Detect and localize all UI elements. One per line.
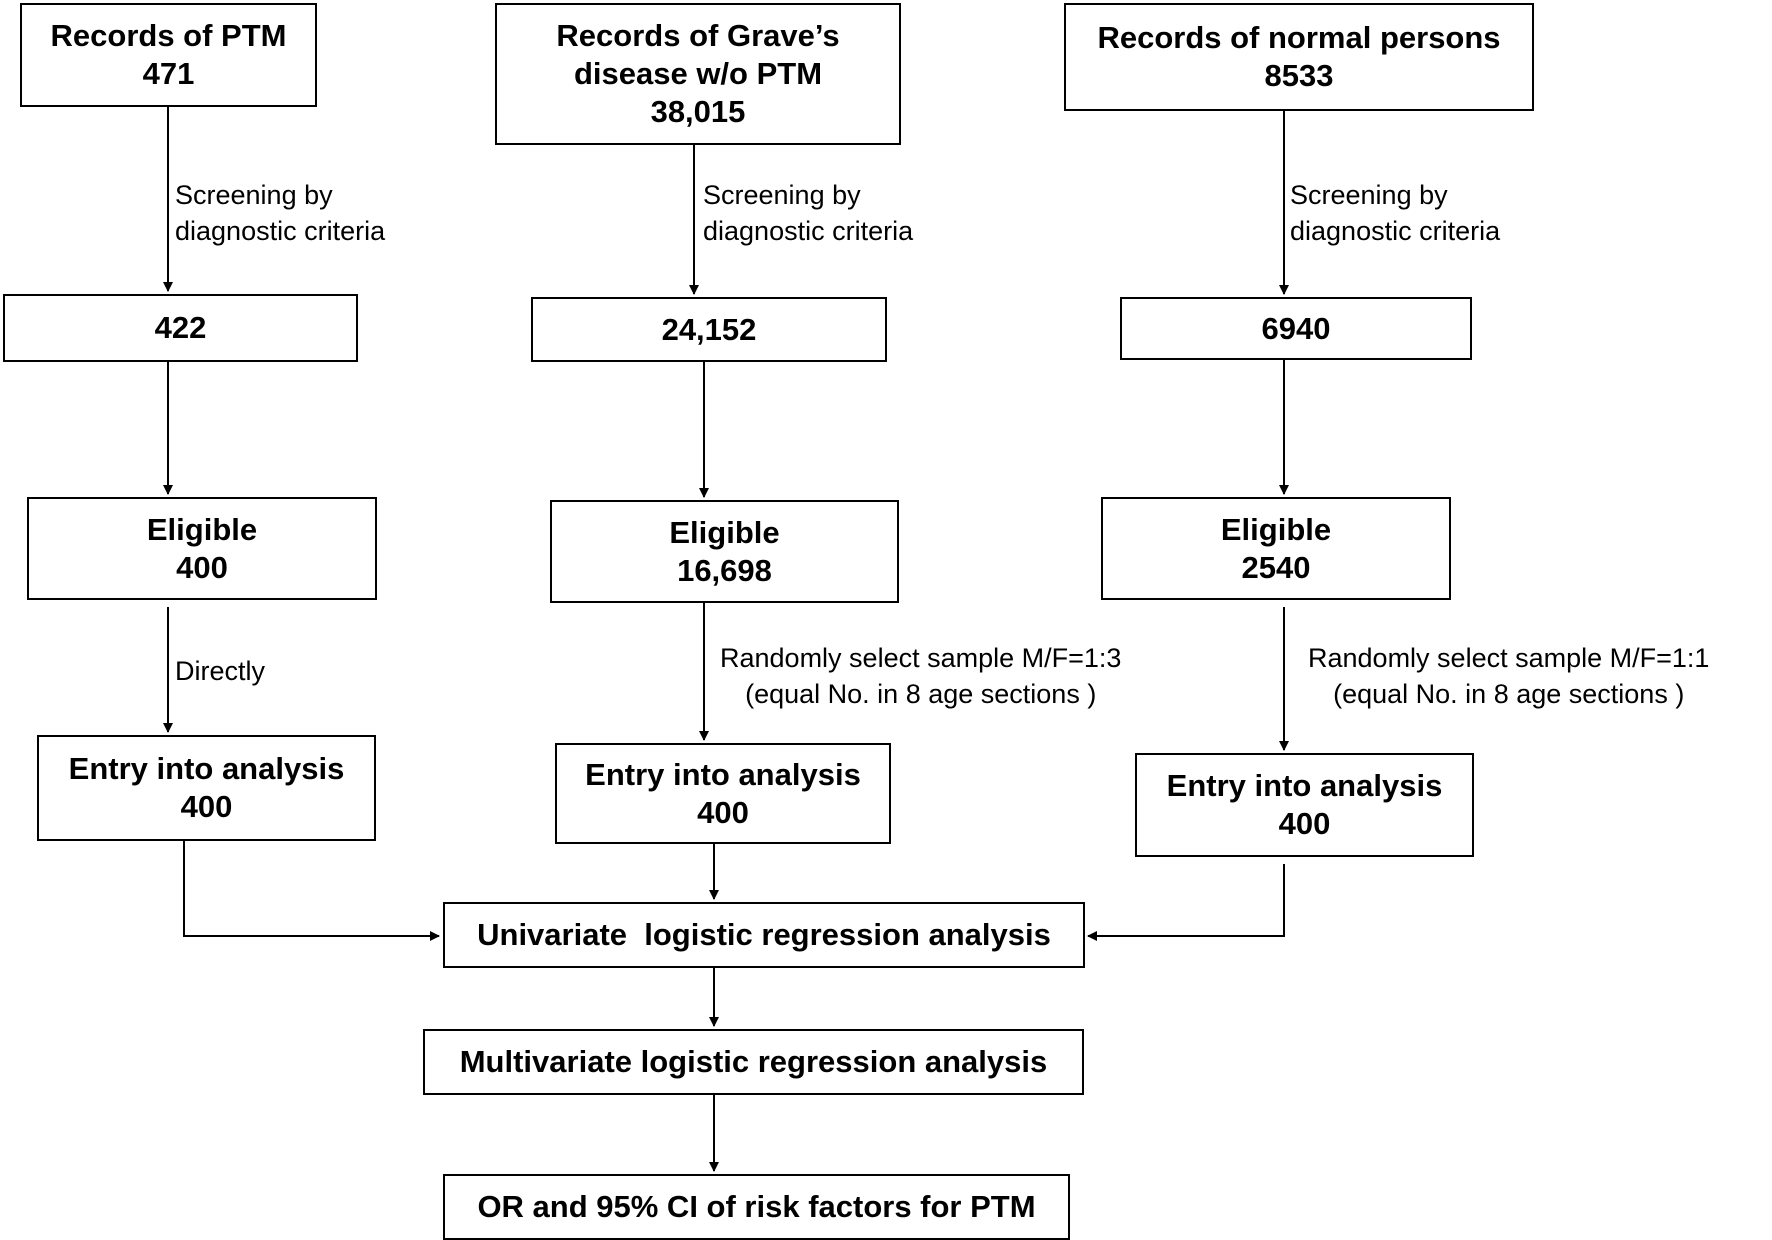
normal-eligible-title: Eligible [1220, 511, 1332, 547]
ptm-screened-box: 422 [3, 294, 358, 362]
normal-source-title: Records of normal persons [1097, 20, 1501, 55]
graves-source-title-line2: disease w/o PTM [573, 56, 823, 91]
normal-source-box: Records of normal persons 8533 [1064, 3, 1534, 111]
ptm-screened-count: 422 [154, 310, 207, 345]
graves-screened-box: 24,152 [531, 297, 887, 362]
graves-selection-label: Randomly select sample M/F=1:3 (equal No… [720, 643, 1122, 709]
normal-screened-box: 6940 [1120, 297, 1472, 360]
normal-selection-label: Randomly select sample M/F=1:1 (equal No… [1308, 643, 1710, 709]
result-label: OR and 95% CI of risk factors for PTM [477, 1189, 1036, 1224]
ptm-entry-title: Entry into analysis [68, 751, 345, 786]
graves-source-box: Records of Grave’s disease w/o PTM 38,01… [495, 3, 901, 145]
graves-entry-box: Entry into analysis 400 [555, 743, 891, 844]
graves-eligible-count: 16,698 [677, 552, 772, 588]
arrow-normal-entry-to-univariate [1087, 864, 1285, 941]
normal-eligible-count: 2540 [1241, 549, 1311, 585]
ptm-selection-label: Directly [175, 656, 266, 686]
graves-entry-title: Entry into analysis [585, 756, 861, 792]
multivariate-analysis-label: Multivariate logistic regression analysi… [459, 1044, 1048, 1079]
ptm-screening-label: Screening by diagnostic criteria [175, 180, 386, 246]
normal-screening-label: Screening by diagnostic criteria [1290, 180, 1501, 246]
ptm-source-title: Records of PTM [50, 18, 287, 53]
multivariate-analysis-box: Multivariate logistic regression analysi… [423, 1029, 1084, 1095]
graves-entry-count: 400 [697, 794, 749, 830]
graves-source-count: 38,015 [650, 94, 746, 129]
graves-screened-count: 24,152 [661, 311, 757, 347]
ptm-eligible-box: Eligible 400 [27, 497, 377, 600]
ptm-entry-box: Entry into analysis 400 [37, 735, 376, 841]
ptm-entry-count: 400 [180, 789, 233, 824]
normal-eligible-box: Eligible 2540 [1101, 497, 1451, 600]
normal-entry-title: Entry into analysis [1166, 768, 1443, 803]
result-box: OR and 95% CI of risk factors for PTM [443, 1174, 1070, 1240]
univariate-analysis-box: Univariate logistic regression analysis [443, 902, 1085, 968]
normal-screened-count: 6940 [1261, 310, 1331, 346]
graves-source-title-line1: Records of Grave’s [556, 18, 840, 53]
normal-entry-count: 400 [1278, 806, 1331, 841]
graves-eligible-box: Eligible 16,698 [550, 500, 899, 603]
ptm-eligible-count: 400 [176, 549, 228, 585]
ptm-source-box: Records of PTM 471 [20, 3, 317, 107]
graves-screening-label: Screening by diagnostic criteria [703, 180, 914, 246]
normal-source-count: 8533 [1264, 58, 1334, 93]
univariate-analysis-label: Univariate logistic regression analysis [477, 917, 1051, 952]
ptm-eligible-title: Eligible [146, 511, 258, 547]
ptm-source-count: 471 [142, 56, 195, 91]
normal-entry-box: Entry into analysis 400 [1135, 753, 1474, 857]
arrow-ptm-entry-to-univariate [183, 841, 440, 941]
graves-eligible-title: Eligible [669, 514, 780, 550]
